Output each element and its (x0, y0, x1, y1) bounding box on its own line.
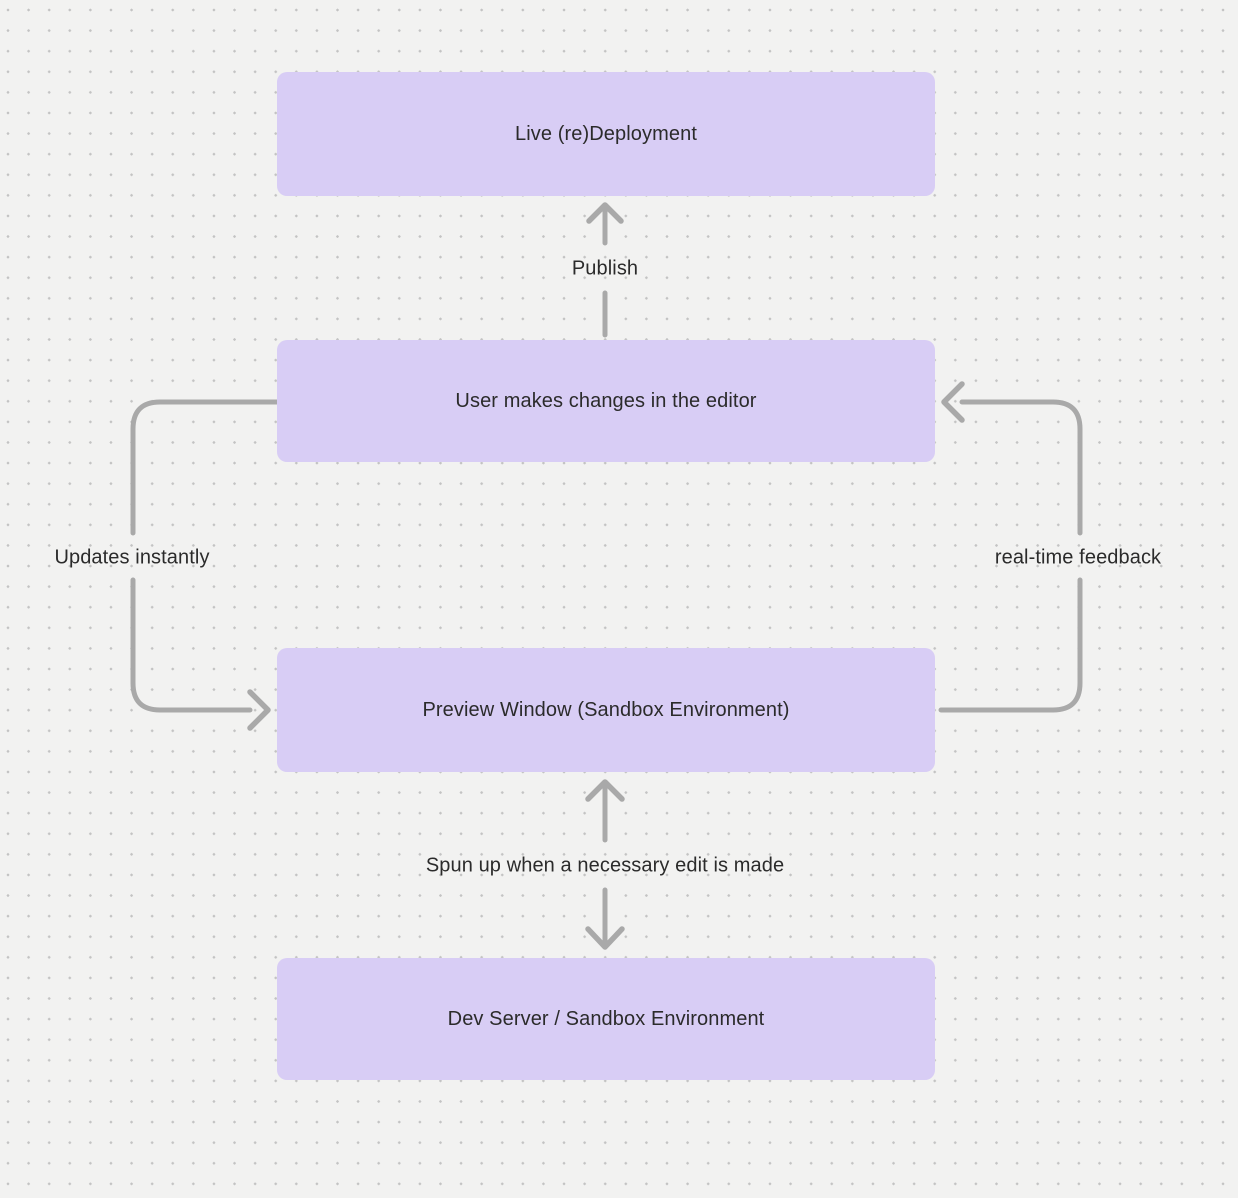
arrow-left-icon (941, 381, 965, 423)
node-preview-window: Preview Window (Sandbox Environment) (277, 648, 935, 772)
arrow-right-icon (247, 689, 271, 731)
edge-label-spun-up: Spun up when a necessary edit is made (425, 854, 785, 877)
node-dev-server: Dev Server / Sandbox Environment (277, 958, 935, 1080)
edge-label-publish: Publish (571, 257, 639, 280)
arrow-up-icon (585, 779, 625, 802)
edge-label-realtime-feedback: real-time feedback (994, 546, 1162, 569)
node-live-deployment: Live (re)Deployment (277, 72, 935, 196)
node-dev-server-label: Dev Server / Sandbox Environment (447, 1007, 765, 1030)
arrow-down-icon (585, 926, 625, 950)
node-editor: User makes changes in the editor (277, 340, 935, 462)
node-preview-window-label: Preview Window (Sandbox Environment) (422, 698, 790, 721)
node-editor-label: User makes changes in the editor (455, 389, 757, 412)
edge-label-updates-instantly: Updates instantly (54, 546, 210, 569)
node-live-deployment-label: Live (re)Deployment (515, 122, 697, 145)
arrow-up-icon (586, 202, 624, 224)
